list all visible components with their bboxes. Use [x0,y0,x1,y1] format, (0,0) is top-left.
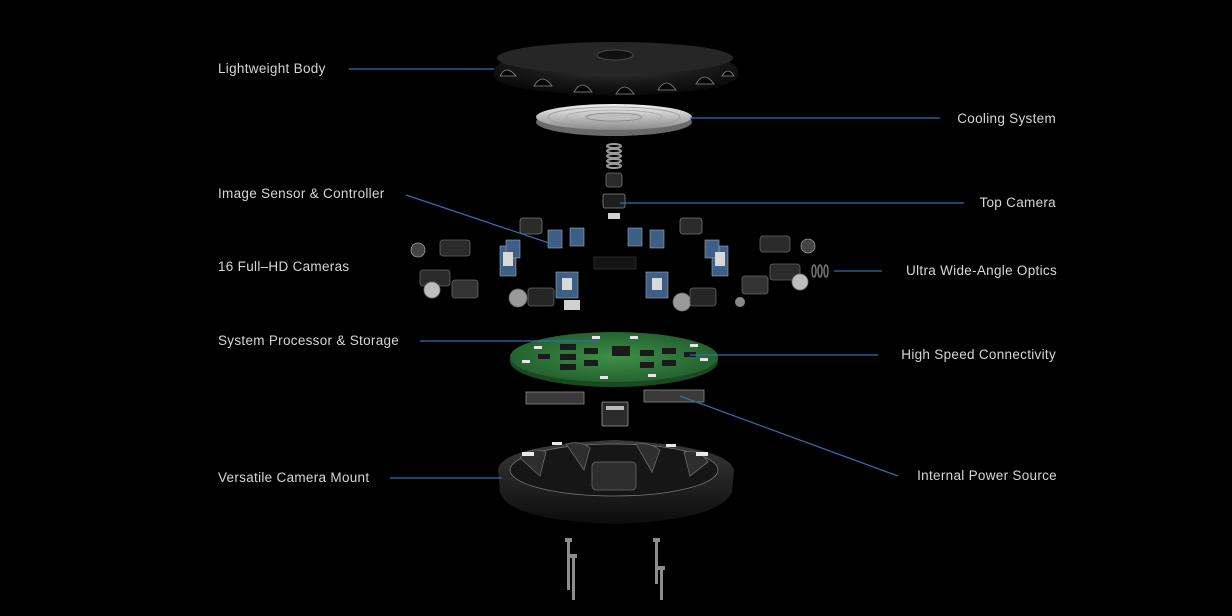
label-high-speed-connectivity: High Speed Connectivity [901,347,1056,362]
label-full-hd-cameras: 16 Full–HD Cameras [218,259,350,274]
power-and-storage-modules [525,389,705,427]
spring-part [606,143,622,169]
camera-lens-modules-right [672,217,829,312]
top-camera-part [602,172,626,219]
camera-lens-modules-left [410,217,580,310]
label-image-sensor-controller: Image Sensor & Controller [218,186,385,201]
leader-line-internal-power [679,395,899,477]
camera-mount-part [498,440,734,524]
mounting-screws [565,538,665,600]
label-ultra-wide-angle-optics: Ultra Wide-Angle Optics [906,263,1057,278]
label-versatile-camera-mount: Versatile Camera Mount [218,470,370,485]
circuit-board-part [510,332,718,387]
label-top-camera: Top Camera [979,195,1056,210]
lightweight-body-part [494,42,738,96]
label-system-processor-storage: System Processor & Storage [218,333,400,348]
label-internal-power-source: Internal Power Source [917,468,1057,483]
leader-lines [349,68,964,479]
label-cooling-system: Cooling System [957,111,1056,126]
cooling-system-part [536,104,692,136]
camera-ring [410,217,829,312]
label-lightweight-body: Lightweight Body [218,61,326,76]
leader-line-image-sensor [405,194,553,245]
